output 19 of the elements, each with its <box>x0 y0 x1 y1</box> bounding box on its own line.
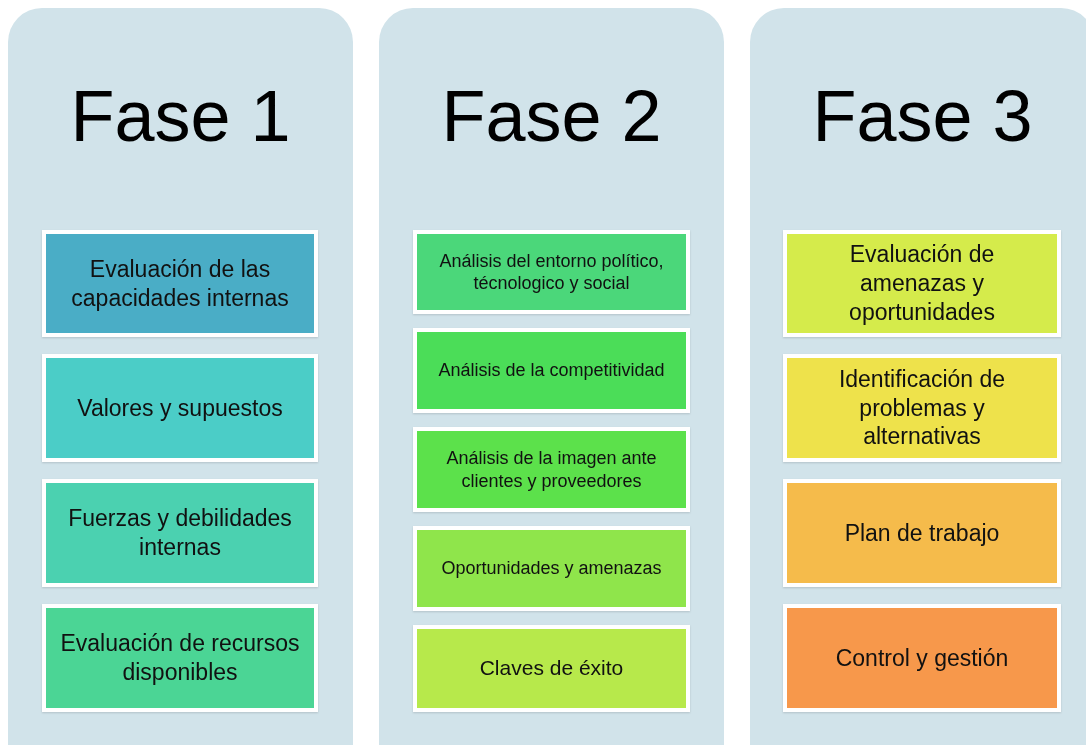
phase-heading: Fase 3 <box>811 75 1034 158</box>
step-box: Plan de trabajo <box>783 479 1061 587</box>
phase-panel <box>8 8 353 745</box>
step-box: Claves de éxito <box>413 625 690 712</box>
step-box: Fuerzas y debilidades internas <box>42 479 318 587</box>
step-box: Oportunidades y amenazas <box>413 526 690 611</box>
phase-panel <box>750 8 1086 745</box>
step-box: Análisis del entorno político, técnologico y social <box>413 230 690 314</box>
step-box: Control y gestión <box>783 604 1061 712</box>
step-box: Identificación de problemas y alternativas <box>783 354 1061 462</box>
step-box: Análisis de la imagen ante clientes y proveedores <box>413 427 690 512</box>
phase-heading: Fase 1 <box>69 75 292 158</box>
step-box: Valores y supuestos <box>42 354 318 462</box>
phase-heading: Fase 2 <box>440 75 663 158</box>
step-box: Evaluación de recursos disponibles <box>42 604 318 712</box>
phase-panel <box>379 8 724 745</box>
step-box: Evaluación de amenazas y oportunidades <box>783 230 1061 337</box>
step-box: Evaluación de las capacidades internas <box>42 230 318 337</box>
step-box: Análisis de la competitividad <box>413 328 690 413</box>
